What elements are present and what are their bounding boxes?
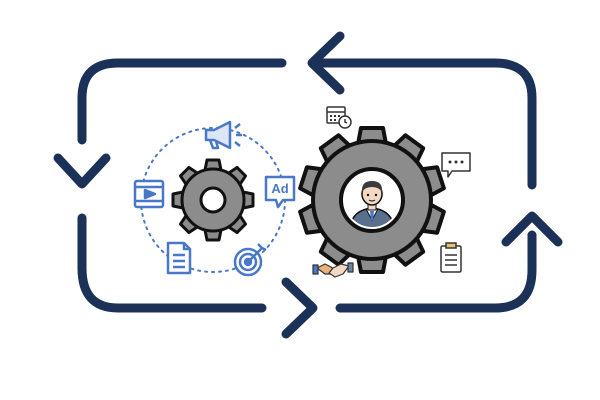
megaphone-icon: [204, 120, 242, 150]
calendar-clock-icon: [326, 106, 352, 129]
arrowhead-up-pointing-icon: [501, 211, 563, 247]
arrowhead-left-pointing-icon: [307, 31, 345, 95]
loop-bottom-right-segment: [335, 230, 537, 313]
target-icon: [233, 243, 267, 277]
ad-badge-text: Ad: [271, 181, 288, 196]
chat-bubble-icon: [441, 152, 471, 178]
video-play-icon: [133, 179, 165, 209]
cycle-arrowheads: [53, 31, 563, 339]
document-icon: [166, 241, 192, 275]
loop-right-up-segment: [317, 58, 537, 190]
small-gear-icon: [171, 158, 255, 242]
ad-badge-icon: Ad: [264, 175, 296, 209]
clipboard-icon: [440, 242, 462, 273]
loop-top-left-segment: [77, 58, 287, 145]
arrowhead-right-pointing-icon: [281, 277, 318, 339]
handshake-icon: [312, 262, 354, 278]
loop-left-down-segment: [77, 213, 267, 313]
businessperson-avatar: [349, 181, 395, 227]
cycle-loop: [77, 58, 537, 313]
arrowhead-down-pointing-icon: [53, 153, 111, 189]
